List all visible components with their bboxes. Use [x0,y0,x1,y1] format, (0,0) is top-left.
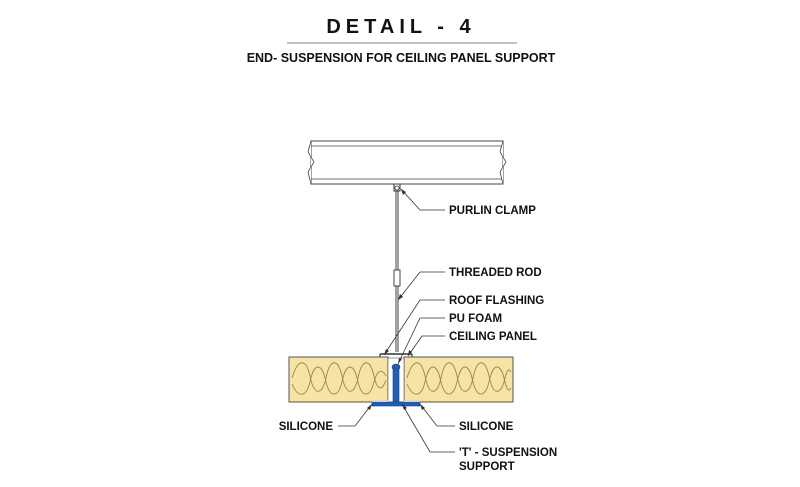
purlin-beam [307,140,507,185]
detail-title: DETAIL - 4 [326,16,475,38]
ceiling-panel-right [403,356,514,403]
label-silicone-left: SILICONE [279,421,334,433]
label-t-suspension-line1: 'T' - SUSPENSION [459,447,557,459]
leader-lines [338,188,455,453]
label-threaded-rod: THREADED ROD [449,267,542,279]
label-purlin-clamp: PURLIN CLAMP [449,205,536,217]
label-ceiling-panel: CEILING PANEL [449,331,537,343]
label-t-suspension-line2: SUPPORT [459,461,515,473]
purlin-clamp-icon [393,184,401,192]
detail-subtitle: END- SUSPENSION FOR CEILING PANEL SUPPOR… [247,51,556,65]
label-pu-foam: PU FOAM [449,313,502,325]
ceiling-panel-left [288,356,389,403]
threaded-rod-icon [393,191,401,352]
label-roof-flashing: ROOF FLASHING [449,295,544,307]
label-silicone-right: SILICONE [459,421,514,433]
